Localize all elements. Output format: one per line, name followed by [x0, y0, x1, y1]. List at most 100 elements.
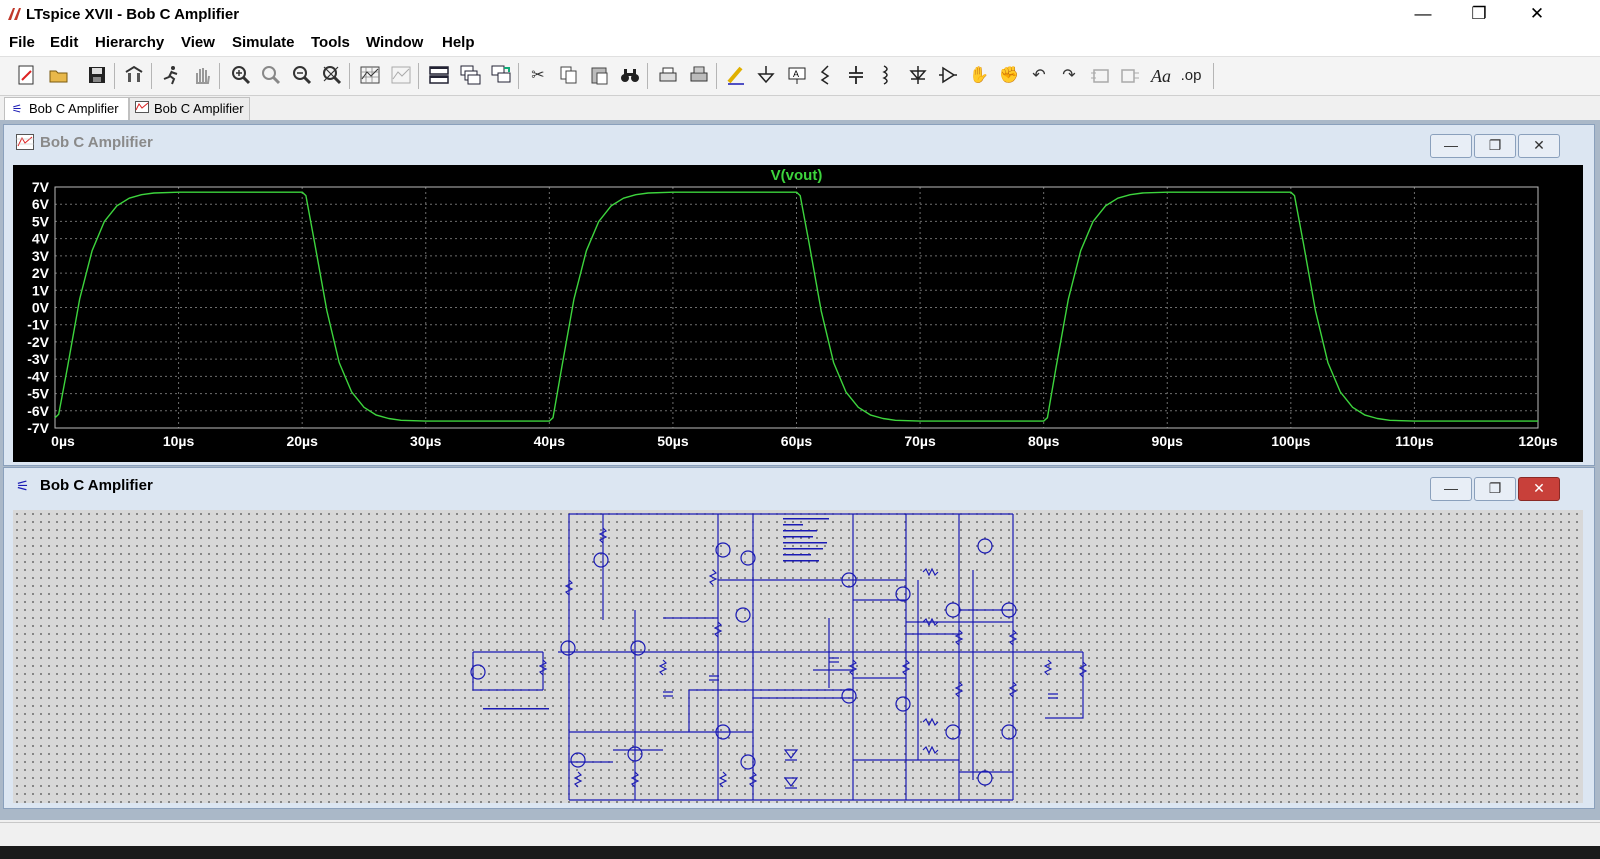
menu-view[interactable]: View — [181, 34, 215, 51]
run-icon[interactable] — [158, 64, 184, 88]
move-icon[interactable]: ✋ — [969, 67, 989, 84]
x-tick-label: 120µs — [1518, 433, 1557, 449]
save-icon[interactable] — [84, 64, 110, 88]
tab-waveform[interactable]: Bob C Amplifier — [129, 97, 250, 120]
diode-icon[interactable] — [905, 64, 931, 88]
y-tick-label: -1V — [27, 317, 49, 333]
new-schematic-icon[interactable] — [14, 64, 40, 88]
waveform-icon — [134, 98, 150, 120]
zoom-cancel-icon[interactable] — [319, 64, 345, 88]
tile-icon[interactable] — [488, 64, 514, 88]
tab-schematic[interactable]: ⚟Bob C Amplifier — [4, 97, 129, 120]
autorange-icon[interactable] — [357, 64, 383, 88]
plot-restore-button[interactable]: ❐ — [1474, 134, 1516, 158]
open-icon[interactable] — [46, 64, 72, 88]
inductor-icon[interactable] — [873, 64, 899, 88]
y-tick-label: -4V — [27, 368, 49, 384]
schematic-minimize-button[interactable]: — — [1430, 477, 1472, 501]
x-tick-label: 30µs — [410, 433, 442, 449]
draw-wire-icon[interactable] — [723, 64, 749, 88]
label-net-icon[interactable]: A — [784, 64, 810, 88]
undo-icon[interactable]: ↶ — [1032, 67, 1046, 84]
toolbar-separator — [114, 63, 115, 89]
zoom-fit-icon[interactable] — [258, 64, 284, 88]
menu-bar: File Edit Hierarchy View Simulate Tools … — [0, 30, 1600, 57]
schematic-icon: ⚟ — [16, 478, 30, 495]
os-taskbar — [0, 846, 1600, 859]
waveform-icon — [16, 134, 34, 154]
y-tick-label: 4V — [32, 231, 50, 247]
toolbar-separator — [418, 63, 419, 89]
y-tick-label: -3V — [27, 351, 49, 367]
halt-icon[interactable] — [189, 64, 215, 88]
schematic-close-button[interactable]: ✕ — [1518, 477, 1560, 501]
zoom-in-icon[interactable] — [228, 64, 254, 88]
y-tick-label: 0V — [32, 300, 50, 316]
x-tick-label: 90µs — [1152, 433, 1184, 449]
amplifier-circuit-drawing — [470, 513, 1088, 801]
spice-directive-icon[interactable]: .op — [1180, 67, 1202, 84]
drag-icon[interactable]: ✊ — [999, 67, 1019, 84]
zoom-out-icon[interactable] — [289, 64, 315, 88]
plot-window-titlebar[interactable]: Bob C Amplifier — ❐ ✕ — [4, 125, 1594, 159]
tile-horizontal-icon[interactable] — [426, 64, 452, 88]
redo-icon[interactable]: ↷ — [1062, 67, 1076, 84]
x-tick-label: 0µs — [51, 433, 75, 449]
copy-icon[interactable] — [556, 64, 582, 88]
paste-icon[interactable] — [587, 64, 613, 88]
component-icon[interactable] — [935, 64, 961, 88]
toolbar-separator — [1213, 63, 1214, 89]
tab-label: Bob C Amplifier — [154, 101, 244, 116]
x-tick-label: 110µs — [1395, 433, 1434, 449]
menu-help[interactable]: Help — [442, 34, 475, 51]
schematic-window-titlebar[interactable]: ⚟ Bob C Amplifier — ❐ ✕ — [4, 468, 1594, 502]
menu-simulate[interactable]: Simulate — [232, 34, 295, 51]
toolbar-separator — [349, 63, 350, 89]
x-tick-label: 100µs — [1271, 433, 1310, 449]
window-restore-button[interactable]: ❐ — [1471, 4, 1487, 23]
plot-minimize-button[interactable]: — — [1430, 134, 1472, 158]
ground-icon[interactable] — [753, 64, 779, 88]
text-icon[interactable]: Aa — [1151, 66, 1171, 86]
print-preview-icon[interactable] — [655, 64, 681, 88]
tab-label: Bob C Amplifier — [29, 101, 119, 116]
rotate-icon[interactable] — [1087, 64, 1113, 88]
menu-edit[interactable]: Edit — [50, 34, 79, 51]
menu-tools[interactable]: Tools — [311, 34, 350, 51]
schematic-window-title: Bob C Amplifier — [40, 477, 153, 494]
window-close-button[interactable]: ✕ — [1529, 4, 1545, 23]
y-tick-label: 3V — [32, 248, 50, 264]
schematic-canvas[interactable] — [13, 510, 1583, 803]
menu-window[interactable]: Window — [366, 34, 424, 51]
menu-file[interactable]: File — [9, 34, 35, 51]
x-tick-label: 80µs — [1028, 433, 1060, 449]
plot-window-title: Bob C Amplifier — [40, 134, 153, 151]
y-tick-label: -7V — [27, 420, 49, 436]
schematic-window: ⚟ Bob C Amplifier — ❐ ✕ — [3, 467, 1595, 809]
mirror-icon[interactable] — [1117, 64, 1143, 88]
find-icon[interactable] — [617, 64, 643, 88]
y-tick-label: 6V — [32, 196, 50, 212]
toolbar-separator — [518, 63, 519, 89]
control-panel-icon[interactable] — [121, 64, 147, 88]
cut-icon[interactable]: ✂ — [531, 67, 545, 84]
resistor-icon[interactable] — [813, 64, 839, 88]
print-icon[interactable] — [686, 64, 712, 88]
cascade-icon[interactable] — [457, 64, 483, 88]
toolbar-separator — [151, 63, 152, 89]
schematic-restore-button[interactable]: ❐ — [1474, 477, 1516, 501]
plot-settings-icon[interactable] — [388, 64, 414, 88]
title-bar: LTspice XVII - Bob C Amplifier — ❐ ✕ — [0, 0, 1600, 30]
toolbar: ✂ A ✋ ✊ ↶ ↷ Aa .op — [0, 57, 1600, 96]
window-minimize-button[interactable]: — — [1414, 4, 1432, 23]
x-tick-label: 50µs — [657, 433, 689, 449]
y-tick-label: -6V — [27, 403, 49, 419]
menu-hierarchy[interactable]: Hierarchy — [95, 34, 165, 51]
waveform-chart[interactable]: 7V6V5V4V3V2V1V0V-1V-2V-3V-4V-5V-6V-7V0µs… — [13, 165, 1583, 462]
plot-close-button[interactable]: ✕ — [1518, 134, 1560, 158]
x-tick-label: 60µs — [781, 433, 813, 449]
x-tick-label: 20µs — [286, 433, 318, 449]
capacitor-icon[interactable] — [843, 64, 869, 88]
